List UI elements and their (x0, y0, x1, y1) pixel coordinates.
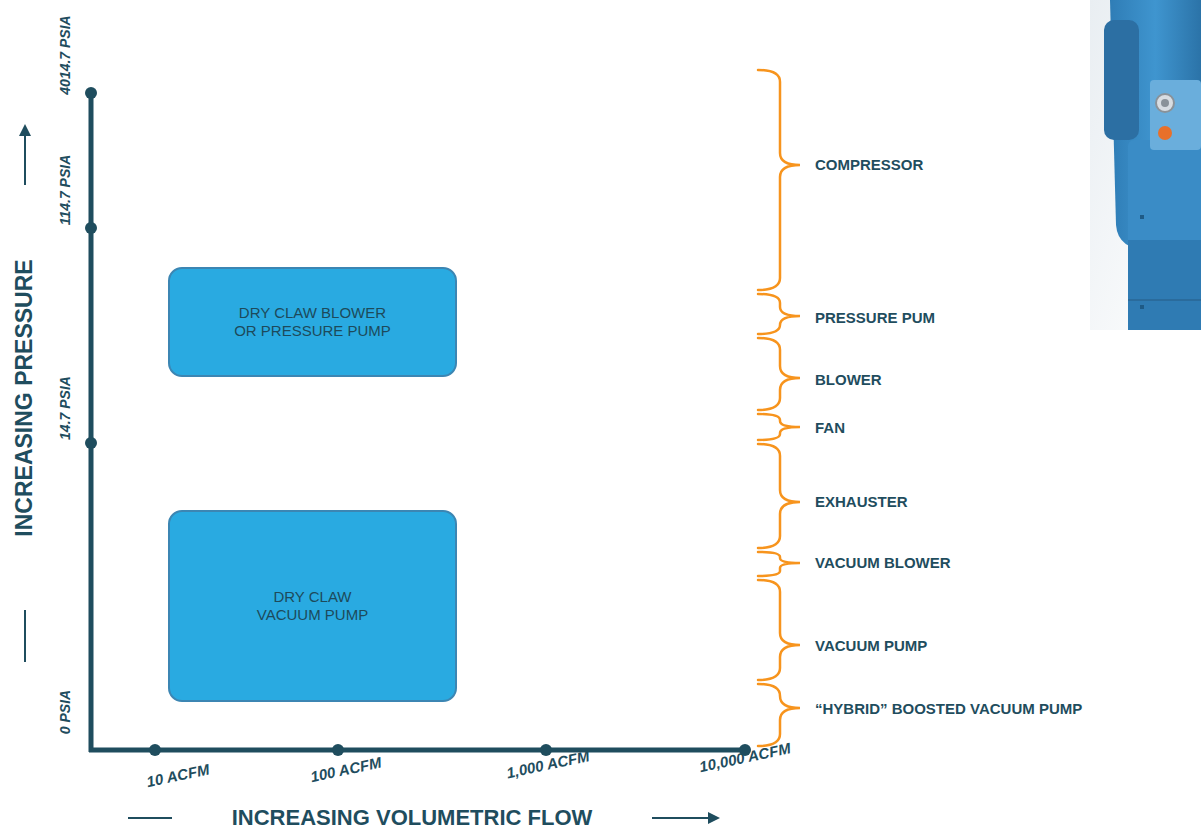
range-label: COMPRESSOR (815, 157, 923, 174)
axis-label: 4014.7 PSIA (58, 15, 73, 94)
range-label: FAN (815, 420, 845, 437)
axis-label: INCREASING PRESSURE (12, 259, 37, 536)
axis-label: 0 PSIA (58, 690, 73, 734)
range-label: VACUUM PUMP (815, 638, 927, 655)
range-box: DRY CLAW BLOWER OR PRESSURE PUMP (168, 267, 457, 377)
axis-label: 10 ACFM (145, 761, 211, 790)
range-box: DRY CLAW VACUUM PUMP (168, 510, 457, 702)
range-label: BLOWER (815, 372, 882, 389)
direction-arrows (19, 124, 720, 824)
range-label: PRESSURE PUM (815, 310, 935, 327)
range-label: VACUUM BLOWER (815, 555, 951, 572)
pump-illustration (1090, 0, 1201, 330)
axis-label: 114.7 PSIA (58, 155, 73, 226)
range-label: “HYBRID” BOOSTED VACUUM PUMP (815, 701, 1082, 718)
range-brackets (758, 70, 800, 746)
box-text: DRY CLAW VACUUM PUMP (253, 588, 373, 624)
range-label: EXHAUSTER (815, 494, 908, 511)
axis-label: 100 ACFM (309, 754, 383, 785)
axis-label: INCREASING VOLUMETRIC FLOW (232, 806, 593, 830)
axis-label: 14.7 PSIA (58, 376, 73, 440)
axes (85, 87, 751, 756)
box-text: DRY CLAW BLOWER OR PRESSURE PUMP (233, 304, 393, 340)
